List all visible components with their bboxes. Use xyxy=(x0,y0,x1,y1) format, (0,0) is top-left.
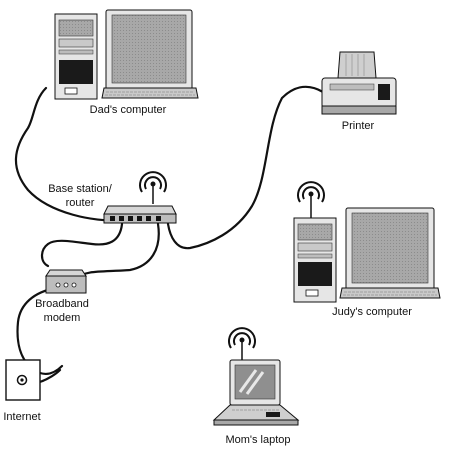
moms-laptop-label: Mom's laptop xyxy=(225,434,291,446)
network-cables xyxy=(14,85,325,385)
base-station-label-line1: Base station/ xyxy=(48,183,112,195)
dads-computer xyxy=(54,9,199,100)
cable-dad-router xyxy=(14,86,120,222)
printer xyxy=(321,51,397,115)
judys-computer xyxy=(293,181,441,303)
router-wireless-icon xyxy=(139,171,167,193)
cable-printer-router xyxy=(166,85,325,250)
cable-router-modem xyxy=(40,222,124,268)
internet-wall-jack xyxy=(5,359,41,401)
judys-computer-label: Judy's computer xyxy=(332,306,412,318)
base-station-router xyxy=(103,171,177,224)
laptop-wireless-icon xyxy=(228,327,256,349)
broadband-modem-label-line2: modem xyxy=(43,312,81,324)
printer-label: Printer xyxy=(341,120,375,132)
base-station-label-line2: router xyxy=(65,197,95,209)
cable-router-judy xyxy=(76,222,160,280)
broadband-modem xyxy=(45,269,87,294)
internet-label: Internet xyxy=(3,411,41,423)
dads-computer-label: Dad's computer xyxy=(89,104,167,116)
moms-laptop xyxy=(212,327,300,426)
broadband-modem-label-line1: Broadband xyxy=(35,298,89,310)
judy-wireless-icon xyxy=(297,181,325,203)
